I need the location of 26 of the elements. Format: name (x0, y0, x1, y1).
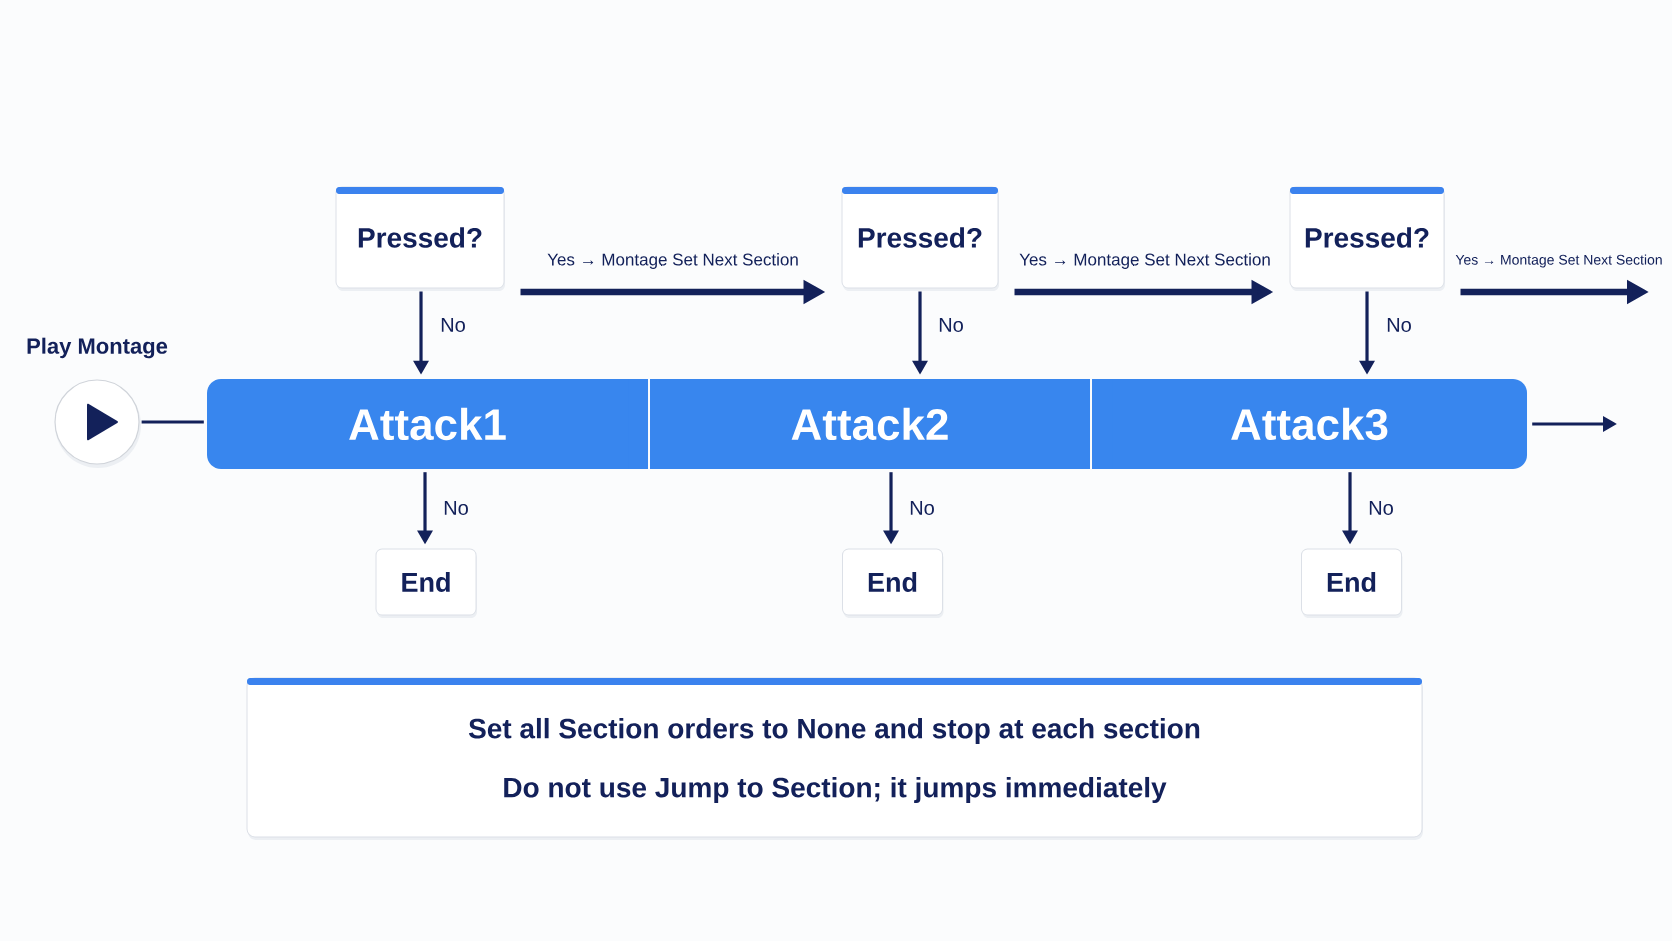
connector-line (141, 420, 204, 424)
edge-label: Yes → Montage Set Next Section (1454, 253, 1664, 269)
node-label: Attack1 (349, 407, 506, 441)
decision-box: Pressed? (1289, 186, 1445, 291)
note-text: Do not use Jump to Section; it jumps immediately (504, 776, 1167, 804)
edge-label: No (1385, 317, 1413, 333)
edge-label: No (1367, 500, 1395, 516)
end-box: End (375, 548, 477, 618)
decision-box: Pressed? (335, 186, 505, 291)
node-caption: Play Montage (27, 337, 168, 359)
edge-label: No (908, 500, 936, 516)
edge-label: No (442, 500, 470, 516)
section-box: Attack3 (1092, 379, 1527, 469)
section-box: Attack1 (207, 379, 648, 469)
edge-label: No (937, 317, 965, 333)
section-box: Attack2 (650, 379, 1090, 469)
edge-label: No (439, 317, 467, 333)
node-label: Attack2 (791, 407, 948, 441)
edge-label: Yes → Montage Set Next Section (546, 252, 800, 270)
end-box: End (842, 548, 944, 618)
decision-box: Pressed? (841, 186, 999, 291)
note-text: Set all Section orders to None and stop at each section (468, 717, 1200, 745)
end-box: End (1301, 548, 1403, 618)
node-label: Attack3 (1231, 407, 1388, 441)
edge-label: Yes → Montage Set Next Section (1018, 252, 1272, 270)
note-box (246, 677, 1423, 840)
